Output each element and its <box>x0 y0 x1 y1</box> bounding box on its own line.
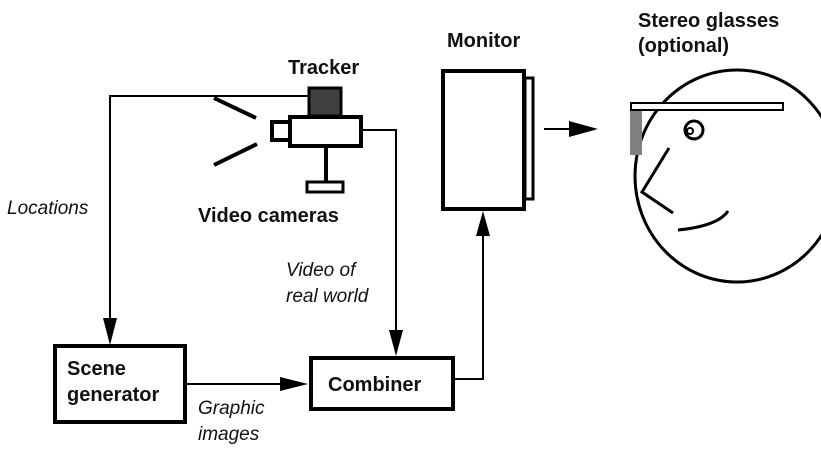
camera-base <box>305 180 345 194</box>
video-arrowhead <box>389 330 403 356</box>
combiner-to-monitor-connector <box>455 232 484 380</box>
locations-arrowhead <box>103 318 117 345</box>
tracker-label: Tracker <box>288 57 359 79</box>
video-label-line2: real world <box>286 286 370 307</box>
view-ray-lower <box>213 142 258 167</box>
glasses-lens <box>630 111 642 155</box>
scene-generator-label-line1: Scene <box>67 358 126 380</box>
pupil <box>686 127 694 135</box>
mouth <box>677 210 730 232</box>
tracker-device <box>307 86 343 118</box>
stereo-glasses-icon <box>630 102 784 155</box>
camera-lens <box>270 120 292 142</box>
monitor-label: Monitor <box>447 30 521 52</box>
monitor-screen <box>523 76 535 201</box>
stereo-glasses-label-line1: Stereo glasses <box>638 10 779 32</box>
locations-connector <box>109 95 310 322</box>
scene-generator-box <box>53 344 187 424</box>
viewer-head-icon <box>633 68 821 284</box>
combiner-label: Combiner <box>328 374 422 396</box>
graphic-images-label-line2: images <box>198 424 260 445</box>
glasses-frame <box>630 102 784 111</box>
camera-body <box>288 115 363 148</box>
video-label-line1: Video of <box>286 260 357 281</box>
graphic-images-label-line1: Graphic <box>198 398 265 419</box>
graphic-images-arrowhead <box>280 377 308 391</box>
locations-label: Locations <box>7 198 89 219</box>
view-ray-upper <box>213 96 257 120</box>
combiner-to-monitor-arrowhead <box>476 211 490 236</box>
combiner-box <box>309 356 455 411</box>
scene-generator-label-line2: generator <box>67 384 159 406</box>
monitor-to-viewer-arrowhead <box>569 121 598 137</box>
video-camera-icon <box>213 96 363 194</box>
video-cameras-label: Video cameras <box>198 205 339 227</box>
video-connector <box>361 129 397 335</box>
stereo-glasses-label-line2: (optional) <box>638 35 729 57</box>
nose <box>639 147 674 215</box>
monitor-icon <box>441 69 535 211</box>
head-outline <box>633 68 821 284</box>
monitor-body <box>441 69 526 211</box>
